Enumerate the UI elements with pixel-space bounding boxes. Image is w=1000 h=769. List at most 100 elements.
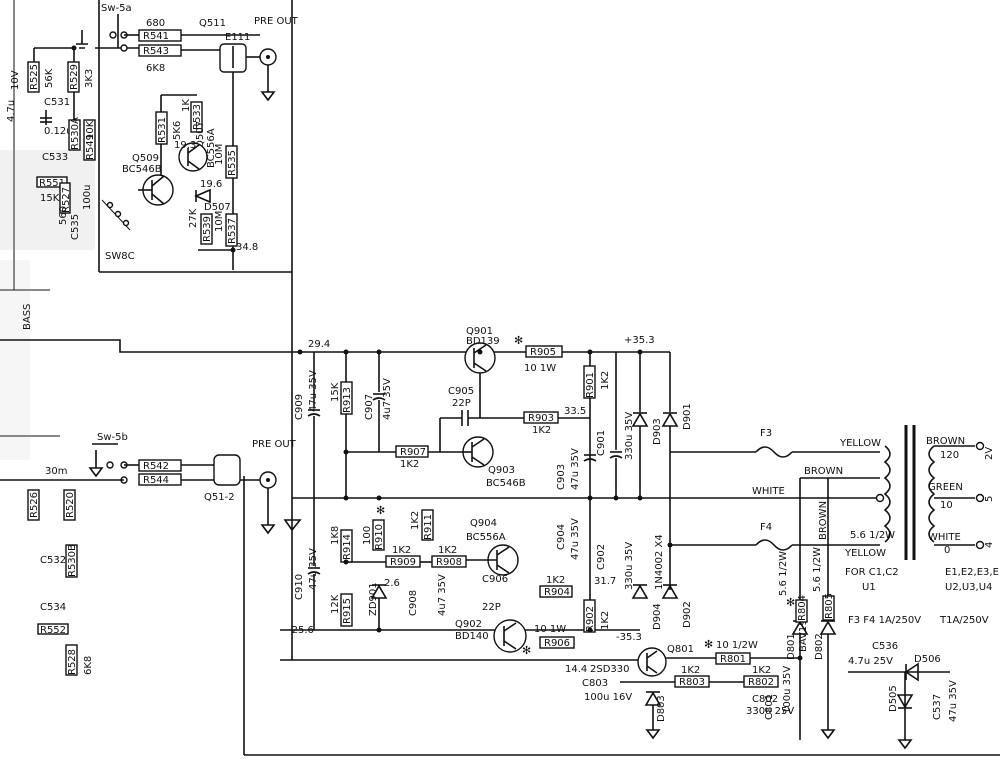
f3-label: F3 — [760, 428, 772, 439]
c906-label: C906 — [482, 574, 508, 585]
sec-pin-5 — [975, 493, 985, 503]
r911-label: R911 — [423, 514, 434, 540]
r805-label: R805 — [824, 593, 835, 619]
r537-value: 10M — [214, 211, 225, 232]
r901-label: R901 — [585, 372, 596, 398]
r901-value: 1K2 — [600, 371, 611, 390]
r543-value: 6K8 — [146, 63, 165, 74]
c908-value: 4u7 35V — [437, 574, 448, 616]
d902-label: D902 — [682, 601, 693, 628]
d505-label: D505 — [888, 685, 899, 712]
wire-r56-label: 5.6 1/2W — [850, 530, 895, 541]
r805-value: 5.6 1/2W — [812, 547, 823, 592]
sec-brown-label: BROWN — [926, 436, 965, 447]
pre-out-1-label: PRE OUT — [254, 16, 299, 27]
r913-value: 15K — [330, 382, 341, 402]
q904-label: Q904 — [470, 518, 497, 529]
q801-transistor — [637, 647, 667, 677]
r531-label: R531 — [157, 117, 168, 143]
note-f3-rating: F3 F4 1A/250V — [848, 615, 921, 626]
r531-value: 5K6 — [172, 121, 183, 140]
v317-label: 31.7 — [594, 576, 616, 587]
q904-part: BC556A — [466, 532, 506, 543]
r551-label: R551 — [39, 178, 65, 189]
c905-label: C905 — [448, 386, 474, 397]
r528-label: R528 — [67, 649, 78, 675]
c909-label: C909 — [294, 394, 305, 420]
wire-yellow-top-label: YELLOW — [839, 438, 881, 449]
v294-label: 29.4 — [308, 339, 330, 350]
d506-label: D506 — [914, 654, 941, 665]
r527-label: R527 — [61, 187, 72, 213]
r549-resistor — [83, 119, 96, 161]
r543-label: R543 — [143, 46, 169, 57]
c903-label: C903 — [556, 464, 567, 490]
sec-brown-v: 120 — [940, 450, 959, 461]
r906-value: 10 1W — [534, 624, 566, 635]
c536-value: 4.7u 25V — [848, 656, 893, 667]
c905-value: 22P — [452, 398, 471, 409]
r535-resistor — [225, 145, 238, 179]
c903-value: 47u 35V — [570, 448, 581, 490]
r909-value: 1K2 — [392, 545, 411, 556]
q801-label: Q801 — [667, 644, 694, 655]
r911-value: 1K2 — [410, 511, 421, 530]
r526-resistor — [27, 489, 40, 521]
c904-label: C904 — [556, 524, 567, 550]
c531-label: C531 — [44, 97, 70, 108]
c-left-volt: 10V — [10, 70, 21, 90]
c535-value: 100u — [82, 185, 93, 210]
switch-sw5b-label: Sw-5b — [97, 432, 128, 443]
c908-label: C908 — [408, 590, 419, 616]
r549-value: 10K — [85, 120, 96, 140]
r910-star: ✻ — [376, 504, 385, 517]
v353n-label: -35.3 — [616, 632, 642, 643]
r908-value: 1K2 — [438, 545, 457, 556]
r909-label: R909 — [390, 557, 416, 568]
r539-label: R539 — [202, 216, 213, 242]
c803-label: C803 — [582, 678, 608, 689]
note-for-u: U1 — [862, 582, 876, 593]
q801-part: 2SD330 — [590, 664, 630, 675]
r541-label: R541 — [143, 31, 169, 42]
r910-label: R910 — [374, 524, 385, 550]
r535-value: 10M — [214, 144, 225, 165]
v353-label: +35.3 — [624, 335, 655, 346]
q902-part: BD140 — [455, 631, 489, 642]
switch-sw5a-label: Sw-5a — [101, 3, 132, 14]
v26-label: 2.6 — [384, 578, 400, 589]
d507-label: D507 — [204, 202, 231, 213]
r535-label: R535 — [227, 150, 238, 176]
r804-label: R804 — [797, 595, 808, 621]
pre-out-2-label: PRE OUT — [252, 439, 297, 450]
r549-label: R549 — [85, 134, 96, 160]
transformer-secondary-coil — [928, 445, 936, 543]
r804-value: 5.6 1/2W — [778, 551, 789, 596]
transformer-primary-coil — [883, 445, 891, 543]
f4-label: F4 — [760, 522, 772, 533]
scan-noise — [0, 150, 95, 460]
r527-value: 560 — [58, 206, 69, 225]
notes-section: FOR C1,C2 U1 E1,E2,E3,E U2,U3,U4 F3 F4 1… — [845, 567, 999, 626]
sec-pin-2v — [975, 441, 985, 451]
r541-value: 680 — [146, 18, 165, 29]
q903-label: Q903 — [488, 465, 515, 476]
d904-label: D904 — [652, 603, 663, 630]
pin-4-label: 4 — [984, 542, 995, 548]
r904-label: R904 — [544, 587, 570, 598]
c901-label: C901 — [596, 430, 607, 456]
r905-resistor — [525, 345, 563, 358]
pin-2v-label: 2V — [984, 447, 995, 460]
r902-value: 1K2 — [600, 611, 611, 630]
regulator-section: 14.4 2SD330 Q801 ✻ 10 1/2W R801 R803 1K2… — [565, 428, 959, 750]
v193-label: 19.3 — [174, 140, 196, 151]
r527-resistor — [59, 182, 71, 214]
r801-value: 10 1/2W — [716, 640, 758, 651]
switch-sw8c-label: SW8C — [105, 251, 135, 262]
r529-value: 3K3 — [84, 69, 95, 88]
r904-resistor — [539, 585, 573, 598]
note-u-list: U2,U3,U4 — [945, 582, 992, 593]
r906-resistor — [539, 636, 575, 649]
junction-dots — [71, 45, 803, 661]
